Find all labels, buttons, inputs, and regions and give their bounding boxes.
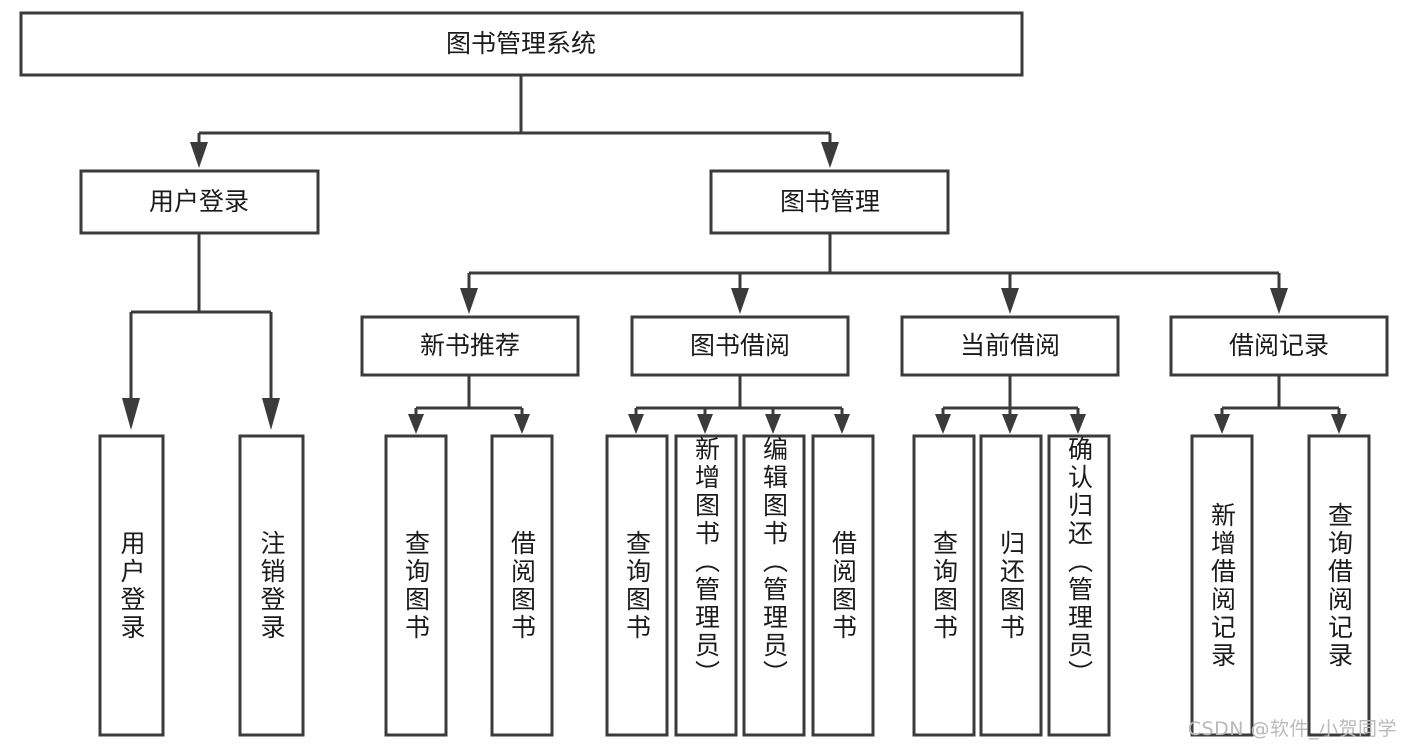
node-current-borrow-label: 当前借阅 — [960, 331, 1060, 360]
leaf-box-user-login[interactable] — [98, 434, 165, 737]
leaf-box-query-book-3[interactable] — [912, 434, 976, 737]
node-user-login-label: 用户登录 — [149, 187, 249, 216]
node-borrow-record[interactable]: 借阅记录 — [1169, 315, 1389, 377]
node-root-label: 图书管理系统 — [446, 29, 596, 58]
connector-bookmanage-to-level3 — [460, 233, 1288, 314]
csdn-watermark: CSDN @软件_小贺同学 — [1187, 718, 1397, 740]
connector-newbook-to-leaves — [408, 375, 530, 434]
node-book-borrow-label: 图书借阅 — [690, 331, 790, 360]
leaf-box-query-book-1[interactable] — [384, 434, 448, 737]
node-current-borrow[interactable]: 当前借阅 — [900, 315, 1120, 377]
node-book-borrow[interactable]: 图书借阅 — [630, 315, 850, 377]
leaf-box-confirm-return[interactable] — [1047, 434, 1111, 737]
leaf-box-borrow-book-2[interactable] — [811, 434, 875, 737]
connector-bookborrow-to-leaves — [628, 375, 850, 434]
leaf-box-borrow-book-1[interactable] — [490, 434, 554, 737]
connector-borrowrecord-to-leaves — [1214, 375, 1347, 434]
node-root[interactable]: 图书管理系统 — [19, 11, 1024, 77]
node-book-manage[interactable]: 图书管理 — [709, 169, 950, 235]
leaf-box-logout-login[interactable] — [238, 434, 305, 737]
node-book-manage-label: 图书管理 — [780, 187, 880, 216]
leaf-box-query-record[interactable] — [1307, 434, 1371, 737]
connector-userlogin-to-leaves — [122, 233, 280, 430]
node-new-book-recommend-label: 新书推荐 — [420, 331, 520, 360]
leaf-box-add-book[interactable] — [674, 434, 738, 737]
leaf-box-edit-book[interactable] — [742, 434, 806, 737]
leaf-box-query-book-2[interactable] — [605, 434, 669, 737]
leaf-box-add-record[interactable] — [1190, 434, 1254, 737]
node-new-book-recommend[interactable]: 新书推荐 — [360, 315, 580, 377]
connector-currentborrow-to-leaves — [935, 375, 1086, 434]
connector-root-to-level2 — [190, 75, 839, 168]
leaf-box-return-book[interactable] — [979, 434, 1043, 737]
node-user-login[interactable]: 用户登录 — [79, 169, 320, 235]
node-borrow-record-label: 借阅记录 — [1229, 331, 1329, 360]
